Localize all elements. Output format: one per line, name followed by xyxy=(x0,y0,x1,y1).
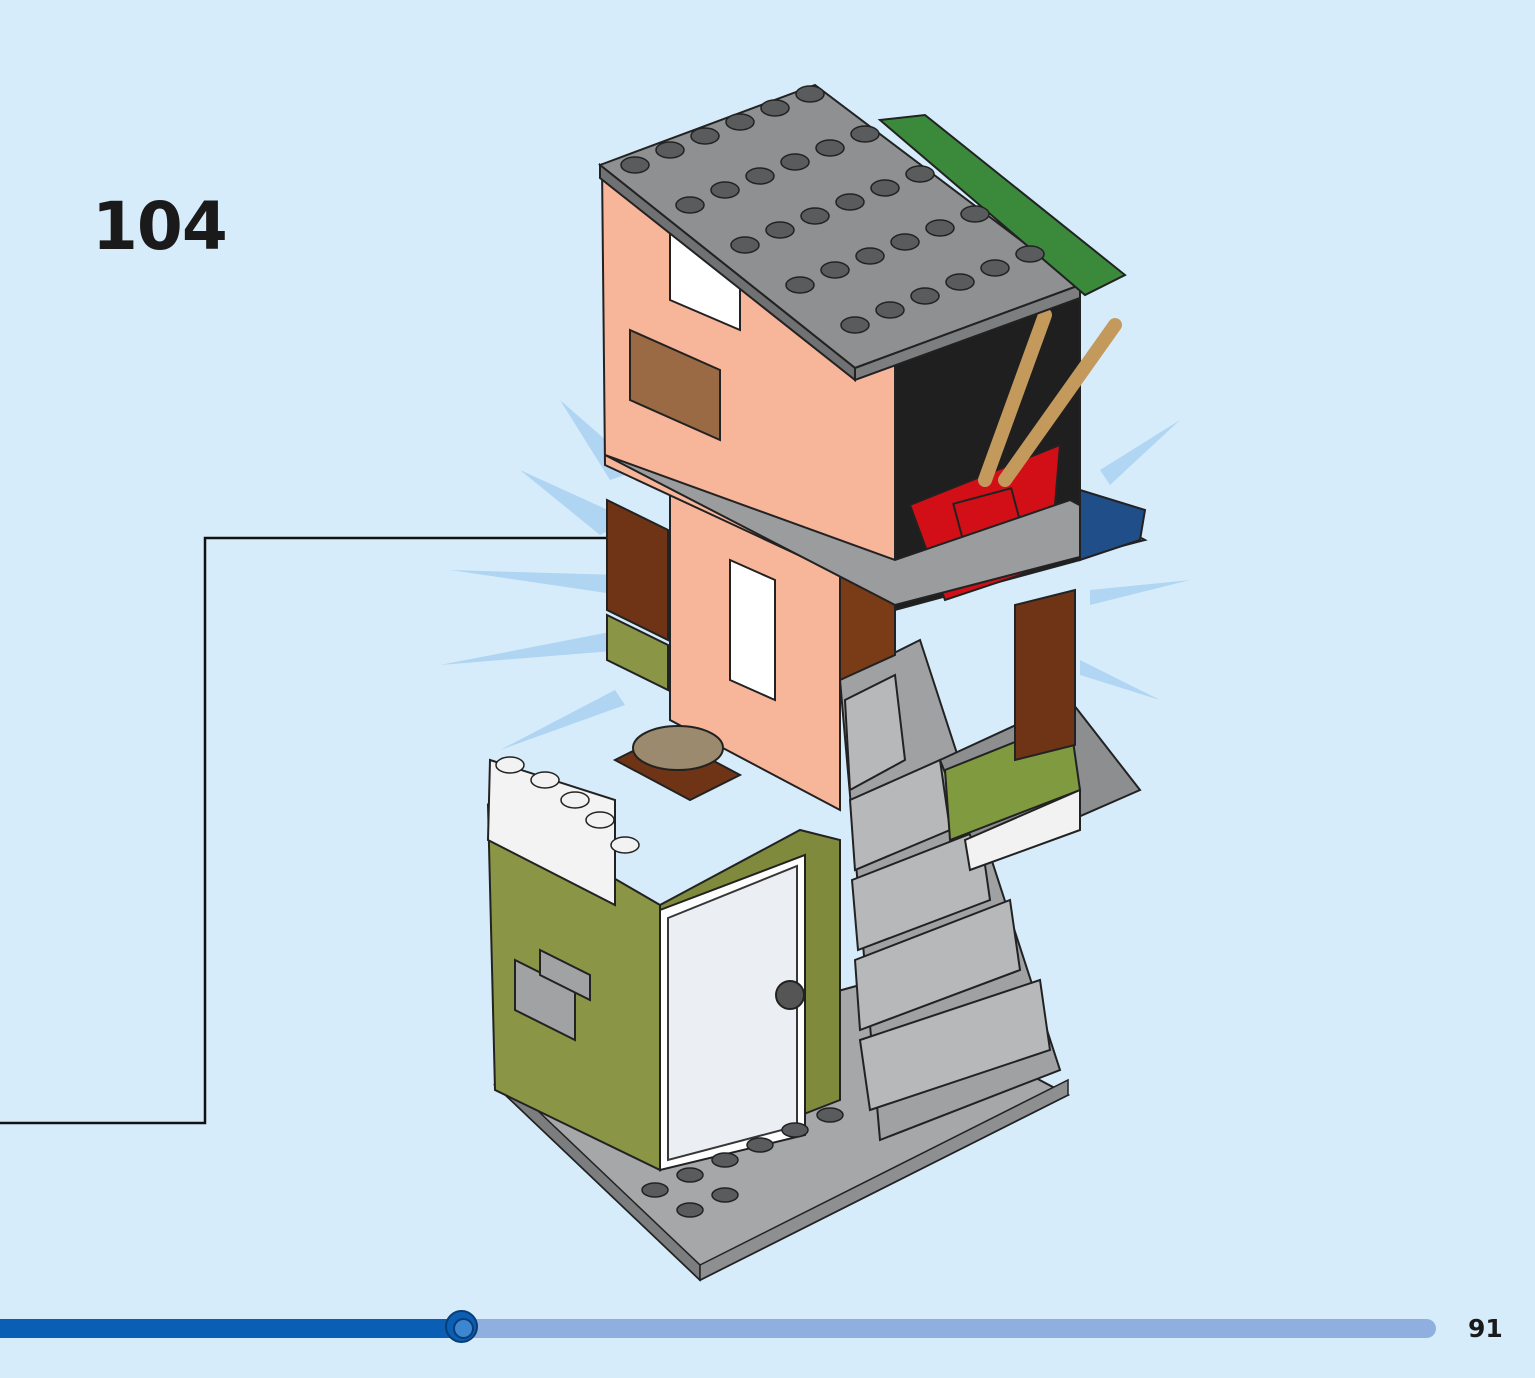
step-number: 104 xyxy=(92,188,228,265)
wood-pillars xyxy=(606,498,1076,762)
staircase xyxy=(838,638,1062,1142)
roof-plate xyxy=(597,83,1127,383)
page-number: 91 xyxy=(1468,1314,1503,1343)
roof-studs xyxy=(620,85,1045,334)
progress-fill xyxy=(0,1319,462,1338)
lower-studs xyxy=(495,756,640,854)
base-studs xyxy=(641,1107,844,1218)
mid-floor xyxy=(604,454,1148,607)
highlight-burst xyxy=(440,400,1190,750)
progress-knob-icon xyxy=(445,1310,478,1343)
glass-door xyxy=(659,853,806,1172)
round-tile xyxy=(612,725,743,802)
progress-bar xyxy=(0,1310,1436,1343)
